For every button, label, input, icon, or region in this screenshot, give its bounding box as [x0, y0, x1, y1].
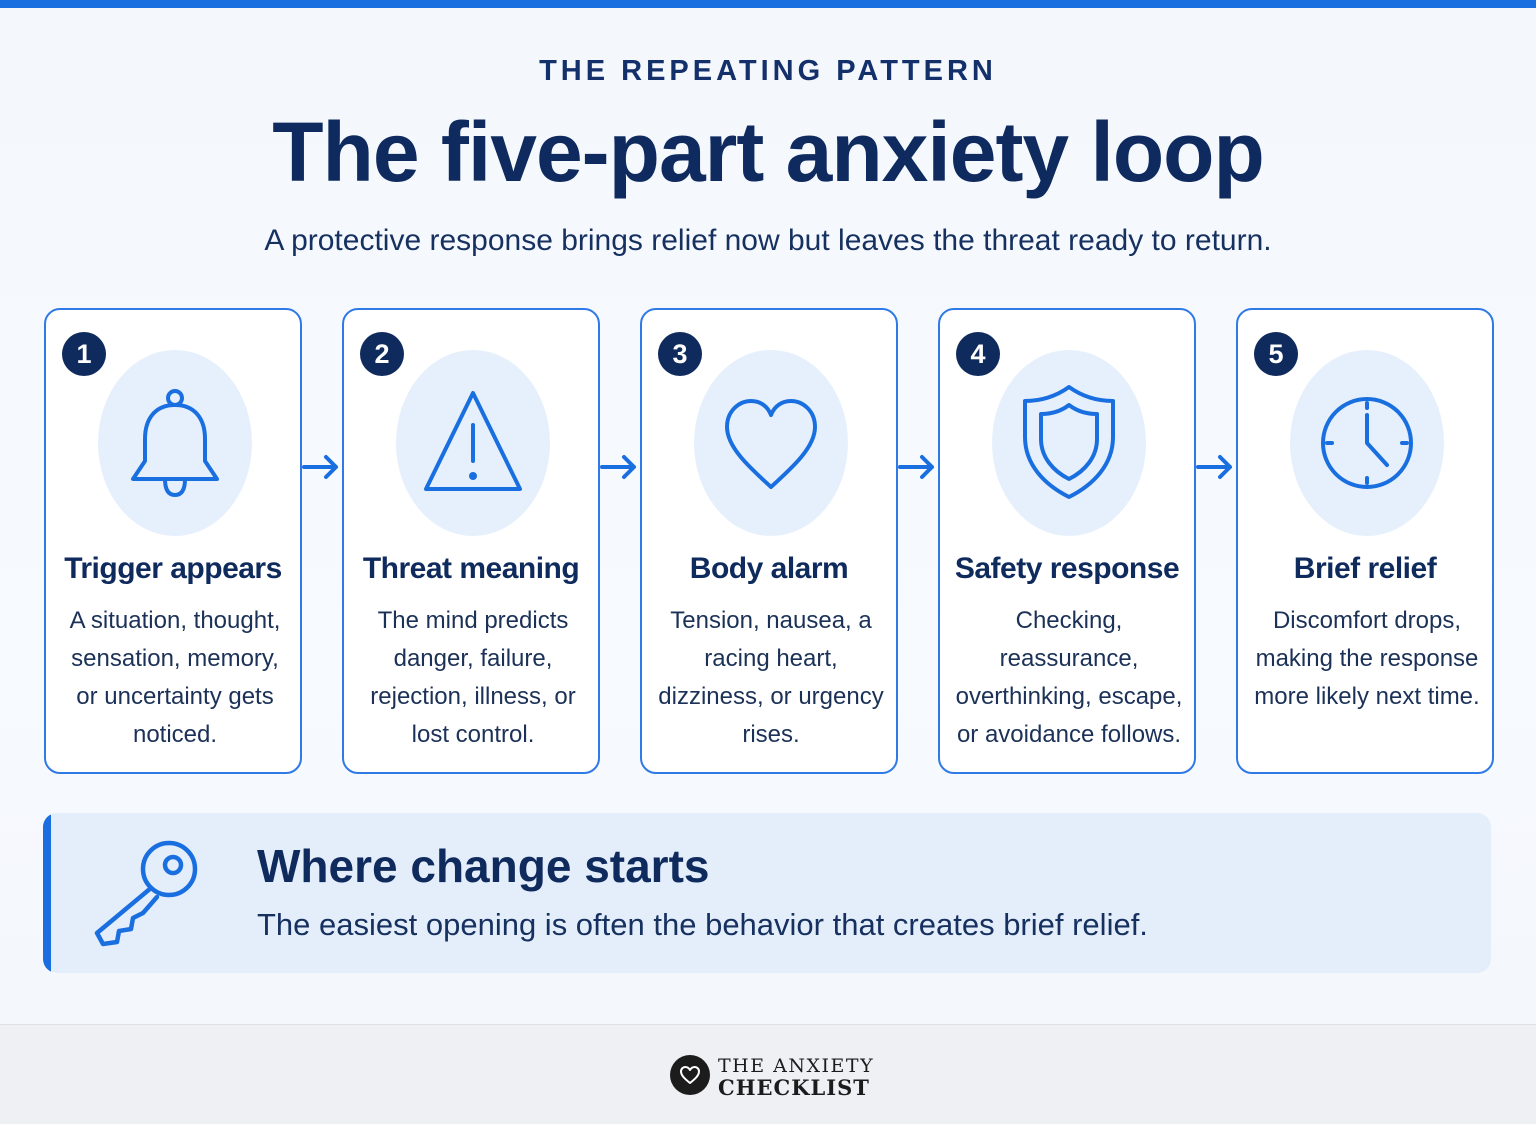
shield-icon — [1023, 385, 1115, 499]
icon-bubble — [1290, 350, 1444, 536]
page-title: The five-part anxiety loop — [272, 105, 1265, 199]
step-title: Trigger appears — [64, 552, 282, 585]
step-number-badge: 2 — [360, 332, 404, 376]
callout-text: The easiest opening is often the behavio… — [257, 907, 1148, 942]
step-description: Checking, reassurance, overthinking, esc… — [955, 607, 1183, 748]
logo-text-bottom: CHECKLIST — [718, 1075, 870, 1100]
clock-icon — [1321, 397, 1413, 489]
step-description: Tension, nausea, a racing heart, dizzine… — [658, 607, 884, 748]
step-card-2: 2 Threat meaning The mind predicts dange… — [342, 308, 600, 774]
arrow-right-icon — [302, 455, 338, 479]
step-number-badge: 4 — [956, 332, 1000, 376]
step-description: Discomfort drops, making the response mo… — [1254, 607, 1480, 710]
footer: THE ANXIETY CHECKLIST — [0, 1024, 1536, 1124]
page-subtitle: A protective response brings relief now … — [264, 224, 1272, 257]
arrow-right-icon — [600, 455, 636, 479]
heart-badge-icon — [670, 1055, 710, 1095]
icon-bubble — [396, 350, 550, 536]
warning-triangle-icon — [424, 391, 522, 491]
heart-icon — [725, 399, 817, 489]
top-accent-bar — [0, 0, 1536, 8]
step-title: Threat meaning — [362, 552, 580, 585]
step-card-5: 5 Brief relief Discomfort drops, making … — [1236, 308, 1494, 774]
change-callout: Where change starts The easiest opening … — [43, 813, 1491, 973]
eyebrow-label: THE REPEATING PATTERN — [539, 55, 997, 87]
logo-text-top: THE ANXIETY — [718, 1055, 875, 1077]
step-card-3: 3 Body alarm Tension, nausea, a racing h… — [640, 308, 898, 774]
step-title: Safety response — [954, 552, 1180, 585]
step-title: Brief relief — [1293, 552, 1437, 585]
step-card-1: 1 Trigger appears A situation, thought, … — [44, 308, 302, 774]
step-description: A situation, thought, sensation, memory,… — [69, 607, 281, 748]
bell-icon — [131, 389, 219, 497]
icon-bubble — [694, 350, 848, 536]
step-number-badge: 1 — [62, 332, 106, 376]
callout-accent-bar — [43, 813, 51, 973]
key-icon — [94, 840, 198, 947]
step-description: The mind predicts danger, failure, rejec… — [370, 607, 576, 748]
step-card-4: 4 Safety response Checking, reassurance,… — [938, 308, 1196, 774]
step-number-badge: 3 — [658, 332, 702, 376]
icon-bubble — [98, 350, 252, 536]
icon-bubble — [992, 350, 1146, 536]
arrow-right-icon — [898, 455, 934, 479]
brand-logo[interactable]: THE ANXIETY CHECKLIST — [670, 1055, 890, 1100]
callout-title: Where change starts — [257, 840, 710, 892]
arrow-right-icon — [1196, 455, 1232, 479]
step-number-badge: 5 — [1254, 332, 1298, 376]
step-title: Body alarm — [689, 552, 849, 585]
